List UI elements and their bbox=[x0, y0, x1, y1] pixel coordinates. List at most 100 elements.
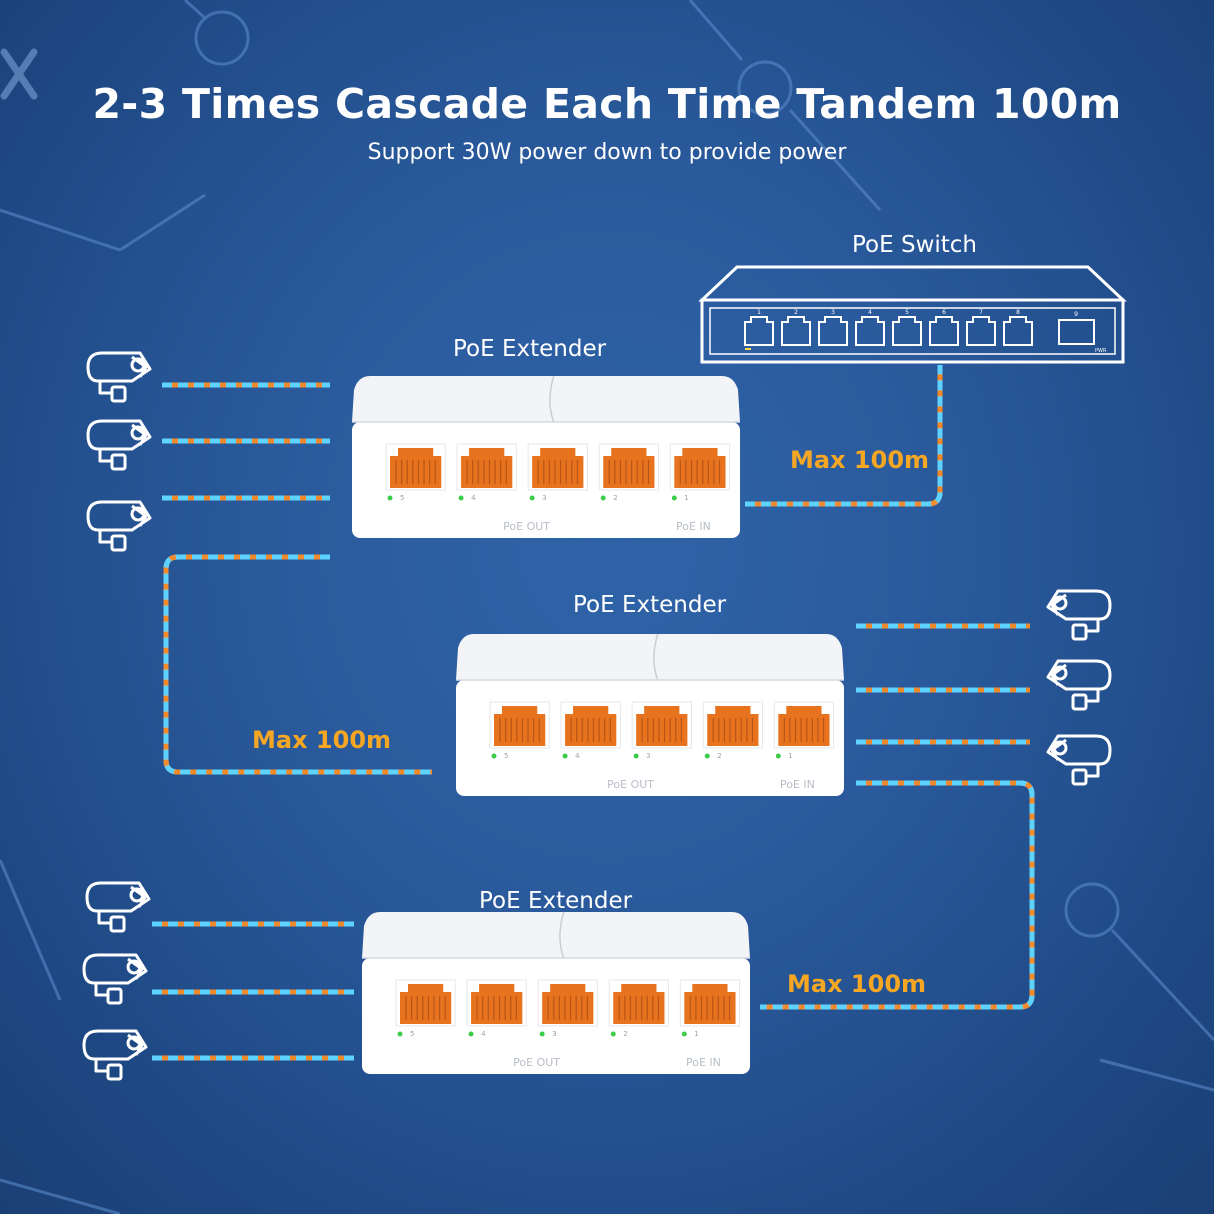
sfp-port bbox=[1058, 319, 1095, 345]
extender-port bbox=[494, 706, 546, 746]
port-led bbox=[491, 753, 497, 759]
port-led bbox=[468, 1031, 474, 1037]
switch-port-number: 7 bbox=[979, 309, 983, 316]
port-led bbox=[539, 1031, 545, 1037]
port-led bbox=[671, 495, 677, 501]
switch-port-number: 2 bbox=[794, 309, 798, 316]
extender-port bbox=[603, 448, 655, 488]
port-led bbox=[704, 753, 710, 759]
port-led bbox=[600, 495, 606, 501]
extender-port-number: 3 bbox=[542, 494, 546, 502]
extender-port-number: 2 bbox=[623, 1030, 627, 1038]
extender-port bbox=[471, 984, 523, 1024]
port-led bbox=[562, 753, 568, 759]
switch-port bbox=[1003, 316, 1033, 346]
distance-label-1: Max 100m bbox=[790, 446, 930, 474]
switch-port bbox=[744, 316, 774, 346]
switch-port bbox=[892, 316, 922, 346]
extender-port-number: 5 bbox=[400, 494, 404, 502]
main-title: 2-3 Times Cascade Each Time Tandem 100m bbox=[92, 80, 1122, 128]
port-led bbox=[633, 753, 639, 759]
pwr-label: PWR bbox=[1095, 348, 1107, 354]
poe-in-label: PoE IN bbox=[686, 1056, 721, 1069]
extender-port-number: 1 bbox=[684, 494, 688, 502]
camera-icon bbox=[86, 419, 152, 471]
port-led bbox=[529, 495, 535, 501]
camera-icon bbox=[1046, 659, 1112, 711]
extender-port bbox=[390, 448, 442, 488]
extender-port bbox=[613, 984, 665, 1024]
extender-port bbox=[707, 706, 759, 746]
camera-icon bbox=[86, 351, 152, 403]
poe-out-label: PoE OUT bbox=[503, 520, 550, 533]
extender-port bbox=[400, 984, 452, 1024]
extender-port-number: 4 bbox=[471, 494, 476, 502]
cable-switch-to-extender-1 bbox=[745, 365, 943, 507]
extender-port-number: 3 bbox=[646, 752, 650, 760]
extender-top bbox=[456, 634, 844, 680]
port-led bbox=[387, 495, 393, 501]
distance-label-2: Max 100m bbox=[252, 726, 392, 754]
switch-label: PoE Switch bbox=[852, 232, 978, 258]
extender-port-number: 4 bbox=[481, 1030, 486, 1038]
poe-in-label: PoE IN bbox=[780, 778, 815, 791]
extender-3-label: PoE Extender bbox=[479, 888, 633, 914]
camera-icon bbox=[1046, 734, 1112, 786]
cable-extender-2-to-extender-3 bbox=[760, 780, 1035, 1010]
switch-port-number: 8 bbox=[1016, 309, 1020, 316]
camera-icon bbox=[82, 1029, 148, 1081]
switch-port-number: 3 bbox=[831, 309, 835, 316]
camera-icon bbox=[1046, 589, 1112, 641]
extender-port bbox=[636, 706, 688, 746]
extender-port-number: 4 bbox=[575, 752, 580, 760]
extender-port bbox=[461, 448, 513, 488]
extender-port bbox=[542, 984, 594, 1024]
extender-port-number: 3 bbox=[552, 1030, 556, 1038]
extender-2-label: PoE Extender bbox=[573, 592, 727, 618]
port-led bbox=[458, 495, 464, 501]
switch-port bbox=[818, 316, 848, 346]
switch-port-number: 6 bbox=[942, 309, 946, 316]
extender-port bbox=[778, 706, 830, 746]
camera-icon bbox=[86, 500, 152, 552]
switch-port bbox=[855, 316, 885, 346]
extender-port-number: 5 bbox=[410, 1030, 414, 1038]
extender-port-number: 2 bbox=[717, 752, 721, 760]
poe-out-label: PoE OUT bbox=[607, 778, 654, 791]
switch-port-number: 4 bbox=[868, 309, 872, 316]
switch-port-number: 5 bbox=[905, 309, 909, 316]
switch-port-number: 1 bbox=[757, 309, 761, 316]
cable-extender-1-to-extender-2 bbox=[163, 554, 432, 775]
port-led bbox=[610, 1031, 616, 1037]
subtitle: Support 30W power down to provide power bbox=[367, 140, 847, 165]
camera-icon bbox=[85, 881, 151, 933]
extender-port-number: 1 bbox=[694, 1030, 698, 1038]
port-led bbox=[775, 753, 781, 759]
status-led bbox=[745, 348, 751, 350]
extender-top bbox=[362, 912, 750, 958]
switch-port bbox=[966, 316, 996, 346]
poe-in-label: PoE IN bbox=[676, 520, 711, 533]
sfp-port-number: 9 bbox=[1074, 311, 1078, 318]
extender-port-number: 2 bbox=[613, 494, 617, 502]
extender-1-label: PoE Extender bbox=[453, 336, 607, 362]
distance-label-3: Max 100m bbox=[787, 970, 927, 998]
extender-port-number: 1 bbox=[788, 752, 792, 760]
extender-port bbox=[674, 448, 726, 488]
switch-port bbox=[929, 316, 959, 346]
extender-port bbox=[532, 448, 584, 488]
poe-out-label: PoE OUT bbox=[513, 1056, 560, 1069]
switch-port bbox=[781, 316, 811, 346]
port-led bbox=[681, 1031, 687, 1037]
extender-top bbox=[352, 376, 740, 422]
camera-icon bbox=[82, 953, 148, 1005]
port-led bbox=[397, 1031, 403, 1037]
extender-port-number: 5 bbox=[504, 752, 508, 760]
